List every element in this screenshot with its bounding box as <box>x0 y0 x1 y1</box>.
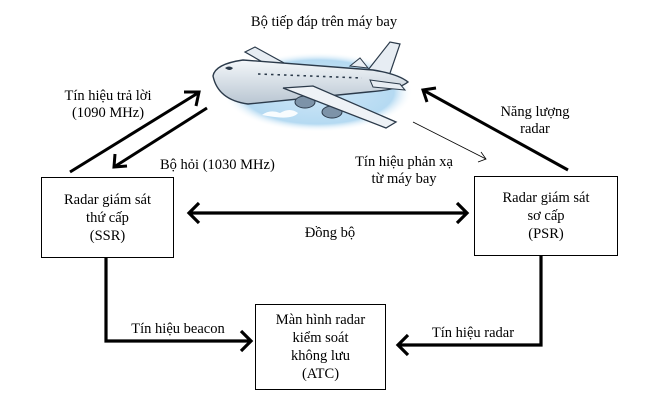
interrogation-arrow <box>112 106 208 169</box>
reply-signal-label-line1: Tín hiệu trả lời <box>64 88 152 104</box>
ssr-box-line1: Radar giám sát <box>64 191 151 208</box>
atc-box-line3: không lưu <box>290 348 350 364</box>
reflected-signal-label: Tín hiệu phản xạ từ máy bay <box>344 154 464 188</box>
reply-signal-label-line2: (1090 MHz) <box>71 105 145 121</box>
reflected-signal-arrow <box>412 121 487 163</box>
ssr-box-line2: thứ cấp <box>86 209 129 226</box>
reflected-signal-label-line1: Tín hiệu phản xạ <box>355 154 453 170</box>
sync-arrow <box>186 201 470 225</box>
atc-box: Màn hình radar kiểm soát không lưu (ATC) <box>255 304 386 390</box>
ssr-box: Radar giám sát thứ cấp (SSR) <box>41 177 174 258</box>
reply-signal-label: Tín hiệu trả lời (1090 MHz) <box>48 88 168 122</box>
beacon-connector-arrow <box>104 257 254 353</box>
ssr-box-line3: (SSR) <box>89 227 126 244</box>
radar-energy-label-line1: Năng lượng <box>500 104 570 120</box>
sync-label: Đồng bộ <box>304 225 356 241</box>
transponder-title: Bộ tiếp đáp trên máy bay <box>250 14 398 30</box>
radar-signal-label: Tín hiệu radar <box>431 325 515 341</box>
radar-energy-arrow <box>421 86 569 172</box>
radar-energy-label-line2: radar <box>520 121 550 137</box>
psr-box-line2: sơ cấp <box>527 208 565 224</box>
interrogator-label: Bộ hỏi (1030 MHz) <box>160 157 275 173</box>
psr-box-line1: Radar giám sát <box>502 190 590 206</box>
atc-box-line2: kiểm soát <box>292 330 349 346</box>
atc-box-line1: Màn hình radar <box>275 312 366 328</box>
beacon-signal-label: Tín hiệu beacon <box>131 321 225 337</box>
reflected-signal-label-line2: từ máy bay <box>371 171 437 187</box>
psr-box-line3: (PSR) <box>528 226 564 242</box>
radar-energy-label: Năng lượng radar <box>490 104 580 138</box>
atc-box-line4: (ATC) <box>301 366 340 382</box>
radar-connector-arrow <box>395 256 543 357</box>
airplane-icon <box>212 41 413 132</box>
reply-arrow <box>69 90 201 174</box>
psr-box: Radar giám sát sơ cấp (PSR) <box>474 176 618 256</box>
